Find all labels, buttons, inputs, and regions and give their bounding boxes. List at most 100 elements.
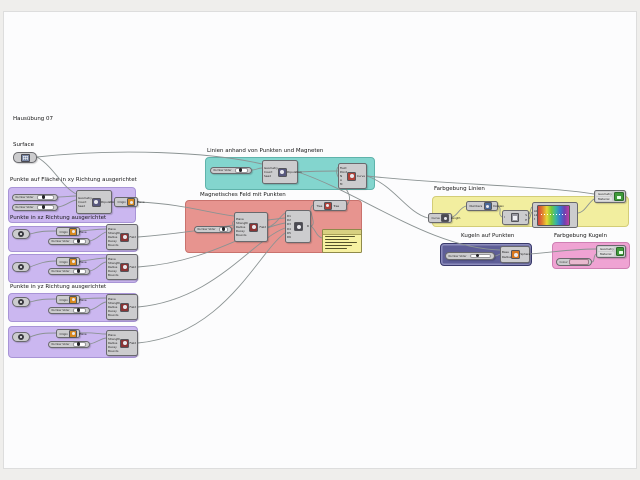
number-slider[interactable]: Number Slider [210,167,252,174]
plane-icon [69,227,78,236]
deconstruct-domain-icon [511,213,520,222]
spin-output: Field [259,224,266,229]
number-slider[interactable]: Number Slider [194,226,232,233]
slider-groove[interactable] [234,168,248,173]
slider-groove[interactable] [72,239,86,244]
wire [366,175,595,195]
wire [57,199,77,208]
number-slider[interactable]: Number Slider [12,204,58,211]
colour-swatch-node[interactable]: Colour [556,258,592,266]
wire [89,261,107,272]
flatten-node[interactable]: Tree Tree [313,200,347,211]
number-slider-label: Number Slider [197,228,216,231]
spin-force-node[interactable]: Plane Strength Radius Decay Bounds Field [106,330,138,356]
xy-plane-node[interactable]: Origin Plane [114,197,145,207]
slider-knob[interactable] [238,168,243,172]
merge-node[interactable]: D1 D2 D3 D4 D5 D6 R [285,210,311,243]
number-slider-label: Number Slider [448,254,467,258]
slider-knob[interactable] [76,342,81,346]
spin-force-node[interactable]: Plane Strength Radius Decay Bounds Field [106,294,138,320]
bounds-node[interactable]: Numbers Domain [466,201,504,211]
slider-knob[interactable] [221,227,226,231]
panel-text-line [325,235,355,238]
slider-groove[interactable] [72,342,86,347]
data-panel[interactable] [322,229,362,253]
point-param[interactable] [12,229,30,239]
slider-groove[interactable] [218,227,228,232]
number-slider-label: Number Slider [51,343,70,346]
wire [251,167,263,171]
plane-output: Plane [78,297,87,302]
custom-preview-node[interactable]: Geometry Material [596,245,626,258]
plane-input: Origin [59,297,68,302]
spin-output: Field [129,304,136,309]
spin-force-node[interactable]: Plane Strength Radius Decay Bounds Field [106,224,138,250]
wire [494,253,501,257]
xz-plane-node[interactable]: Origin Plane [56,227,87,236]
gradient-swatch[interactable] [537,204,571,226]
group-sphere-colors-title: Farbgebung Kugeln [554,233,608,239]
spin-force-icon [120,232,130,242]
yz-plane-node[interactable]: Origin Plane [56,295,87,304]
deconstruct-domain-outputs: S E [525,213,527,222]
populate-geometry-node[interactable]: Geometry Count Seed Population [262,160,302,184]
deconstruct-domain-node[interactable]: I S E [502,210,529,225]
point-param[interactable] [12,262,30,272]
slider-knob[interactable] [76,269,81,273]
populate-output: Population [100,199,116,204]
slider-knob[interactable] [76,239,81,243]
populate-geometry-node[interactable]: Geometry Count Seed Population [76,190,116,214]
merge-inputs: D1 D2 D3 D4 D5 D6 [287,213,291,239]
slider-knob[interactable] [41,195,46,199]
length-icon [441,214,450,222]
wire [591,253,597,263]
colour-swatch-chip[interactable] [569,259,589,265]
field-line-node[interactable]: Field Point N A M Curve [338,163,367,189]
number-slider[interactable]: Number Slider [48,238,90,245]
wire [29,332,57,338]
bounds-icon [483,202,492,210]
number-slider[interactable]: Number Slider [48,268,90,275]
populate-icon [91,197,101,207]
preview-material-input: Material [598,252,614,257]
wire [231,220,235,230]
wire [89,301,107,311]
slider-groove[interactable] [72,308,86,313]
yz-plane-node[interactable]: Origin Plane [56,329,87,338]
sphere-output: Sphere [520,252,531,257]
group-field-title: Magnetisches Feld mit Punkten [200,192,286,198]
gradient-node[interactable]: L0 L1 t [532,202,578,228]
slider-groove[interactable] [72,269,86,274]
wire [36,156,77,195]
spin-force-icon [120,338,130,348]
sphere-node[interactable]: Base Radius Sphere [500,246,530,263]
number-slider[interactable]: Number Slider [48,307,90,314]
slider-knob[interactable] [41,205,46,209]
xz-plane-node[interactable]: Origin Plane [56,257,87,266]
wire [366,175,429,219]
point-param[interactable] [12,297,30,307]
spin-force-node[interactable]: Plane Strength Radius Decay Bounds Field [106,254,138,280]
preview-material-input: Material [596,197,612,202]
number-slider[interactable]: Number Slider [445,252,495,260]
spin-force-icon [120,302,130,312]
group-lines-title: Linien anhand von Punkten und Magneten [207,148,324,154]
group-yz-title: Punkte in yz Richtung ausgerichtet [10,284,107,290]
point-param[interactable] [12,332,30,342]
length-node[interactable]: Curve Length [428,213,460,223]
plane-output: Plane [78,331,87,336]
number-slider[interactable]: Number Slider [12,194,58,201]
wire [79,297,107,300]
number-slider[interactable]: Number Slider [48,341,90,348]
spin-force-node[interactable]: Plane Strength Radius Decay Bounds Field [234,212,268,242]
slider-groove[interactable] [36,195,54,200]
surface-icon [20,153,30,162]
slider-groove[interactable] [469,253,491,259]
spin-output: Field [129,264,136,269]
custom-preview-node[interactable]: Geometry Material [594,190,626,203]
slider-groove[interactable] [36,205,54,210]
slider-knob[interactable] [76,308,81,312]
wire [137,201,235,217]
surface-param[interactable] [13,152,37,163]
slider-knob[interactable] [475,253,480,258]
